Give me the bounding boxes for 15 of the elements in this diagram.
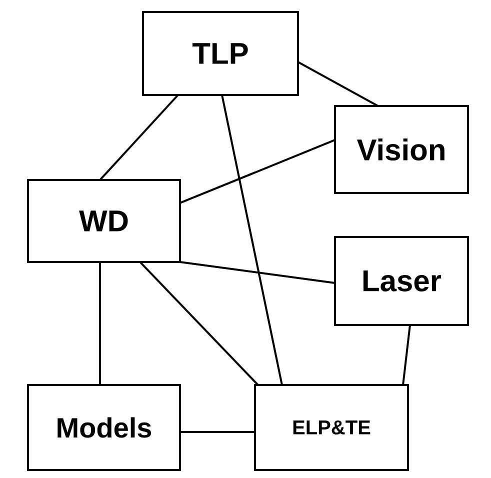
box: WD [27, 179, 181, 263]
box: Laser [334, 236, 469, 326]
connector-line [180, 261, 336, 284]
connector-line [298, 61, 378, 107]
connector-line [180, 139, 336, 204]
connector-line [180, 430, 255, 433]
connector-line [139, 261, 259, 386]
connector-line [221, 94, 283, 386]
box: TLP [142, 11, 299, 96]
connector-line [402, 324, 411, 386]
box: Vision [334, 104, 469, 194]
connector-line [99, 262, 101, 385]
box: Models [27, 384, 181, 471]
connector-line [99, 94, 179, 181]
box: ELP&TE [254, 384, 409, 471]
